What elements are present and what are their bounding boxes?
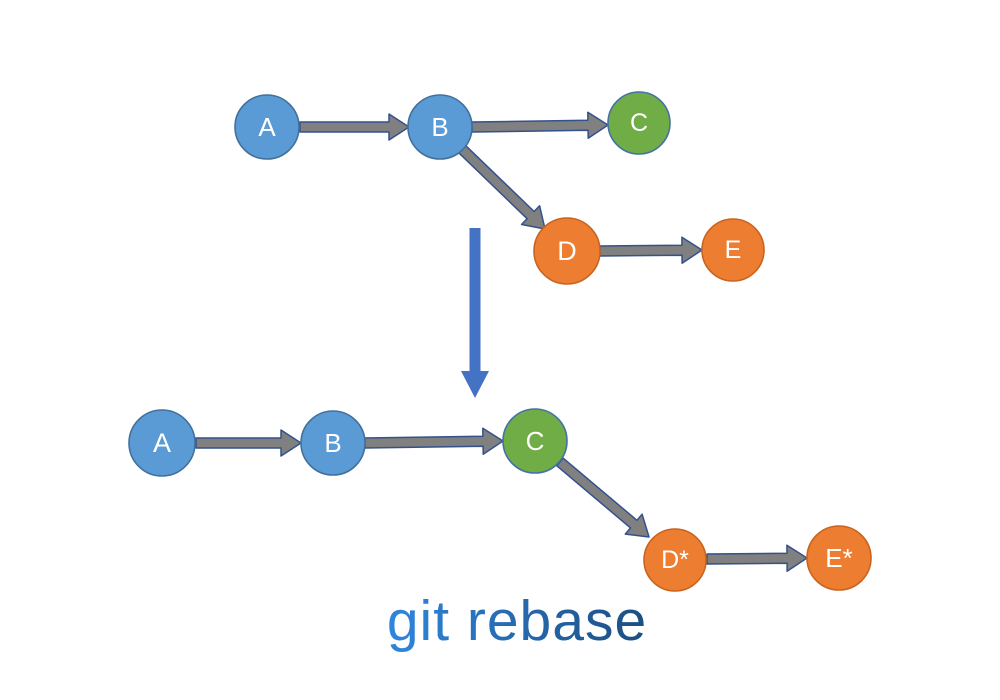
commit-label-E: E [725, 236, 742, 264]
commit-node-B [407, 94, 473, 160]
commit-arrow-B-to-C [364, 427, 504, 456]
commit-node-D [533, 217, 601, 285]
commit-label-C2: C [526, 426, 545, 456]
commit-arrow-A-to-B [195, 429, 302, 457]
before-rebase-graph: A B C D E [234, 91, 765, 285]
commit-arrow-D-to-E [599, 236, 703, 264]
commit-node-Estar [806, 525, 872, 591]
commit-label-A: A [258, 112, 276, 142]
commit-node-C2 [502, 408, 568, 474]
commit-arrow-A-to-B [299, 113, 410, 141]
commit-label-B2: B [324, 428, 341, 458]
commit-arrow-B-to-D [457, 144, 546, 230]
commit-label-Dstar: D* [661, 546, 689, 574]
commit-label-C: C [630, 109, 648, 137]
commit-node-A2 [128, 409, 196, 477]
commit-node-A [234, 94, 300, 160]
commit-node-Dstar [643, 528, 707, 592]
commit-label-D: D [557, 236, 577, 266]
commit-arrow-C-to-Dstar [556, 457, 650, 538]
commit-label-A2: A [153, 428, 171, 458]
commit-arrow-Dstar-to-Estar [706, 544, 808, 572]
diagram-title: git rebase [387, 589, 647, 653]
commit-node-E [701, 218, 765, 282]
commit-node-C [607, 91, 671, 155]
commit-label-B: B [431, 112, 448, 142]
after-rebase-graph: A B C D* E* [128, 408, 872, 592]
commit-arrow-B-to-C [471, 111, 609, 140]
commit-node-B2 [300, 410, 366, 476]
rebase-transform-arrow-icon [461, 228, 489, 398]
commit-label-Estar: E* [825, 543, 852, 573]
